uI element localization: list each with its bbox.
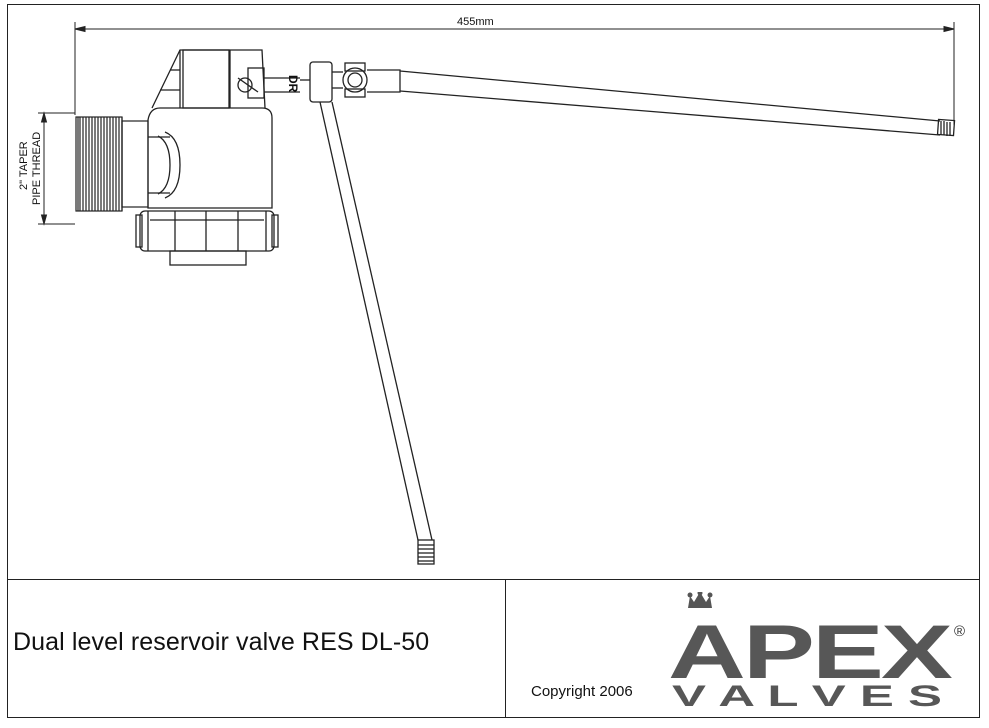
- thread-label-line1: 2" TAPER: [18, 141, 30, 190]
- technical-drawing: 455mm 2" TAPER PIPE THREAD: [18, 16, 956, 565]
- copyright-text: Copyright 2006: [531, 683, 633, 700]
- title-block: Dual level reservoir valve RES DL-50 Cop…: [7, 579, 980, 718]
- thread-dimension: [38, 111, 75, 226]
- outlet-union-nut: [135, 210, 279, 266]
- overall-length-label: 455mm: [457, 16, 494, 28]
- registered-mark: ®: [954, 623, 965, 640]
- horizontal-float-rod: [399, 70, 956, 137]
- logo-brand-bottom: V A L V E S: [672, 680, 942, 713]
- thread-label-line2: PIPE THREAD: [31, 132, 43, 205]
- valve-body: [147, 49, 300, 209]
- crown-icon: [687, 592, 713, 608]
- logo-brand-top: APEX: [668, 610, 953, 695]
- arm-clamp: [300, 61, 401, 103]
- vertical-drop-rod: [319, 101, 435, 565]
- arm-marking: DR: [286, 75, 300, 93]
- threaded-inlet: [75, 116, 149, 212]
- apex-valves-logo: APEX ® V A L V E S: [668, 592, 965, 713]
- overall-dimension: [74, 22, 955, 125]
- document-title: Dual level reservoir valve RES DL-50: [13, 628, 430, 656]
- title-block-divider: [505, 580, 506, 718]
- drawing-sheet: [7, 4, 980, 718]
